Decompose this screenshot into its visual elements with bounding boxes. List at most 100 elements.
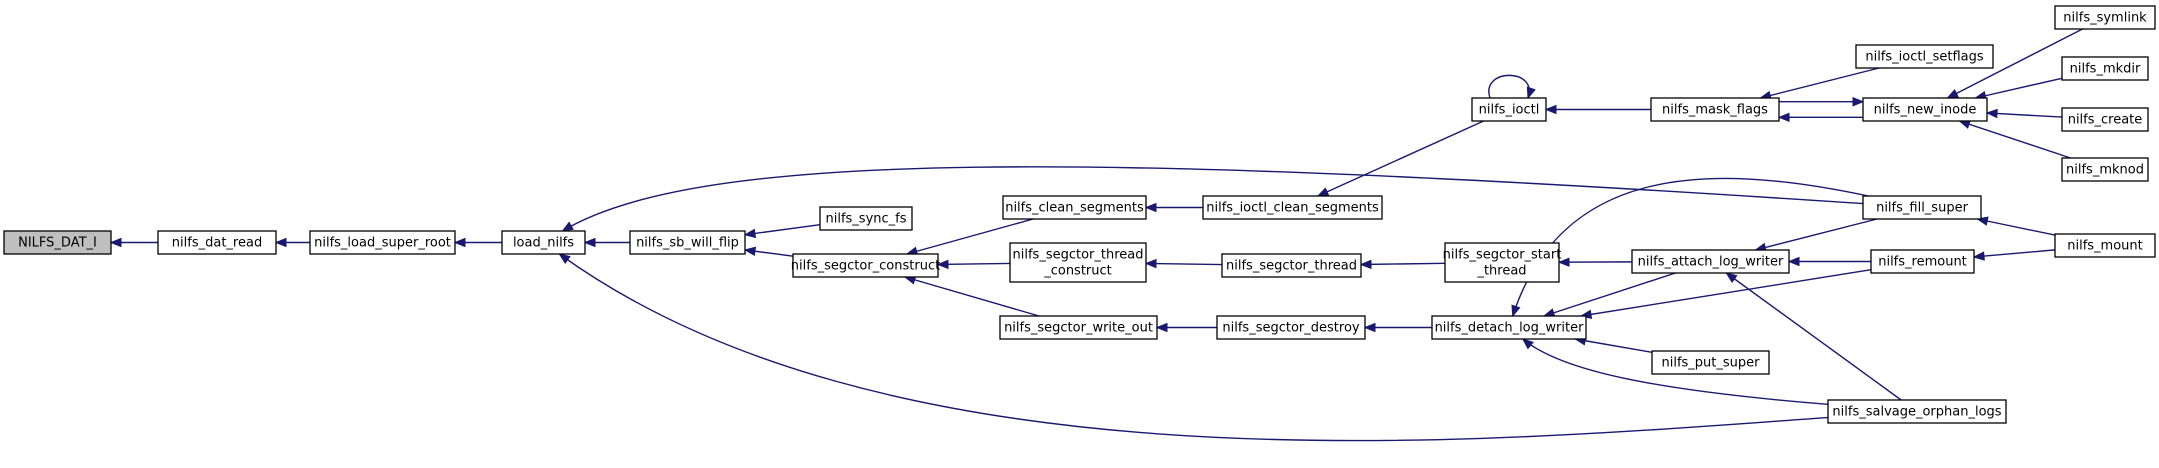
edge-n13-to-n13	[1488, 74, 1536, 100]
edge-arrowhead	[1972, 251, 1985, 261]
node-box[interactable]	[1471, 97, 1547, 122]
edge-arrowhead	[109, 237, 122, 248]
node-nilfs-segctor-thread[interactable]: nilfs_segctor_thread	[1221, 253, 1362, 278]
node-nilfs-segctor-start-thread[interactable]: nilfs_segctor_start_thread	[1443, 242, 1562, 283]
node-box[interactable]	[3, 230, 112, 255]
node-label: nilfs_create	[2068, 113, 2143, 128]
edge-line	[904, 276, 1040, 317]
edge-arrowhead	[1852, 96, 1865, 107]
node-nilfs-segctor-destroy[interactable]: nilfs_segctor_destroy	[1216, 315, 1366, 340]
node-box[interactable]	[2061, 56, 2149, 81]
node-box[interactable]	[1009, 242, 1147, 283]
edge-arrowhead	[453, 237, 466, 248]
node-label: nilfs_mask_flags	[1662, 103, 1768, 118]
node-box[interactable]	[309, 230, 456, 255]
node-box[interactable]	[1870, 249, 1975, 274]
node-nilfs-attach-log-writer[interactable]: nilfs_attach_log_writer	[1631, 249, 1790, 274]
node-box[interactable]	[1827, 399, 2007, 424]
edge-line	[1725, 272, 1902, 401]
node-load-nilfs[interactable]: load_nilfs	[501, 230, 586, 255]
node-nilfs-ioctl-setflags[interactable]: nilfs_ioctl_setflags	[1855, 44, 1994, 69]
node-box[interactable]	[1202, 195, 1383, 220]
node-nilfs-mount[interactable]: nilfs_mount	[2054, 233, 2156, 258]
node-nilfs-load-super-root[interactable]: nilfs_load_super_root	[309, 230, 456, 255]
edge-arrowhead	[1557, 257, 1570, 267]
node-nilfs-mkdir[interactable]: nilfs_mkdir	[2061, 56, 2149, 81]
node-nilfs-dat-i[interactable]: NILFS_DAT_I	[3, 230, 112, 255]
edge-arrowhead	[1787, 256, 1800, 267]
node-label: nilfs_salvage_orphan_logs	[1832, 405, 2001, 420]
edge-n8-to-n6	[936, 259, 1011, 270]
node-nilfs-salvage-orphan-logs[interactable]: nilfs_salvage_orphan_logs	[1827, 399, 2007, 424]
edge-n23-to-n15	[1521, 338, 1829, 406]
node-nilfs-detach-log-writer[interactable]: nilfs_detach_log_writer	[1431, 315, 1587, 340]
edge-arrowhead	[936, 259, 949, 270]
node-nilfs-create[interactable]: nilfs_create	[2061, 107, 2149, 132]
edge-n16-to-n13	[1544, 104, 1651, 115]
edge-arrowhead	[561, 221, 574, 232]
node-box[interactable]	[1650, 97, 1780, 122]
node-label: nilfs_ioctl_setflags	[1865, 50, 1984, 65]
node-box[interactable]	[1221, 253, 1362, 278]
node-nilfs-ioctl-clean-segments[interactable]: nilfs_ioctl_clean_segments	[1202, 195, 1383, 220]
node-nilfs-mknod[interactable]: nilfs_mknod	[2061, 157, 2149, 182]
edge-line	[1986, 112, 2063, 118]
edge-line	[1145, 262, 1223, 266]
node-nilfs-clean-segments[interactable]: nilfs_clean_segments	[1002, 195, 1147, 220]
node-label: nilfs_attach_log_writer	[1638, 255, 1784, 270]
node-box[interactable]	[792, 253, 939, 278]
node-nilfs-dat-read[interactable]: nilfs_dat_read	[157, 230, 277, 255]
node-nilfs-segctor-thread-construct[interactable]: nilfs_segctor_thread_construct	[1009, 242, 1147, 283]
node-box[interactable]	[1631, 249, 1790, 274]
edge-line	[744, 223, 821, 236]
node-box[interactable]	[2061, 107, 2149, 132]
node-nilfs-ioctl[interactable]: nilfs_ioctl	[1471, 97, 1547, 122]
node-nilfs-segctor-write-out[interactable]: nilfs_segctor_write_out	[999, 315, 1158, 340]
edge-n21-to-n3	[561, 166, 1864, 232]
node-box[interactable]	[501, 230, 586, 255]
node-nilfs-sb-will-flip[interactable]: nilfs_sb_will_flip	[629, 230, 746, 255]
edge-n2-to-n1	[274, 237, 310, 248]
node-box[interactable]	[629, 230, 746, 255]
node-nilfs-sync-fs[interactable]: nilfs_sync_fs	[819, 206, 913, 231]
node-box[interactable]	[157, 230, 277, 255]
edges-layer	[109, 28, 2083, 442]
edge-n10-to-n7	[1144, 202, 1203, 213]
node-label: nilfs_segctor_thread	[1013, 248, 1144, 263]
node-nilfs-segctor-construct[interactable]: nilfs_segctor_construct	[791, 253, 940, 278]
edge-n5-to-n4	[743, 223, 821, 239]
node-label: load_nilfs	[513, 236, 574, 251]
edge-line	[1575, 338, 1653, 354]
node-box[interactable]	[2054, 233, 2156, 258]
node-box[interactable]	[1444, 242, 1560, 283]
node-box[interactable]	[1002, 195, 1147, 220]
node-nilfs-fill-super[interactable]: nilfs_fill_super	[1862, 195, 1982, 220]
node-box[interactable]	[999, 315, 1158, 340]
node-box[interactable]	[1216, 315, 1366, 340]
edge-n25-to-n20	[1974, 77, 2063, 101]
edge-line	[1580, 269, 1872, 317]
node-box[interactable]	[2061, 157, 2149, 182]
node-box[interactable]	[1651, 350, 1770, 375]
edge-arrowhead	[558, 253, 571, 264]
node-box[interactable]	[1862, 195, 1982, 220]
edge-line	[1760, 67, 1880, 99]
node-nilfs-remount[interactable]: nilfs_remount	[1870, 249, 1975, 274]
node-box[interactable]	[819, 206, 913, 231]
node-label: nilfs_ioctl_clean_segments	[1206, 201, 1379, 216]
node-label: nilfs_sb_will_flip	[636, 236, 739, 251]
node-box[interactable]	[2054, 5, 2156, 30]
edge-arrowhead	[1359, 259, 1372, 270]
node-nilfs-mask-flags[interactable]: nilfs_mask_flags	[1650, 97, 1780, 122]
node-box[interactable]	[1431, 315, 1587, 340]
node-box[interactable]	[1855, 44, 1994, 69]
edge-n3-to-n2	[453, 237, 502, 248]
node-nilfs-new-inode[interactable]: nilfs_new_inode	[1862, 97, 1988, 122]
edge-line	[562, 166, 1864, 232]
edge-n23-to-n17	[1725, 272, 1902, 401]
node-box[interactable]	[1862, 97, 1988, 122]
node-nilfs-put-super[interactable]: nilfs_put_super	[1651, 350, 1770, 375]
edge-n18-to-n15	[1573, 336, 1653, 354]
node-nilfs-symlink[interactable]: nilfs_symlink	[2054, 5, 2156, 30]
